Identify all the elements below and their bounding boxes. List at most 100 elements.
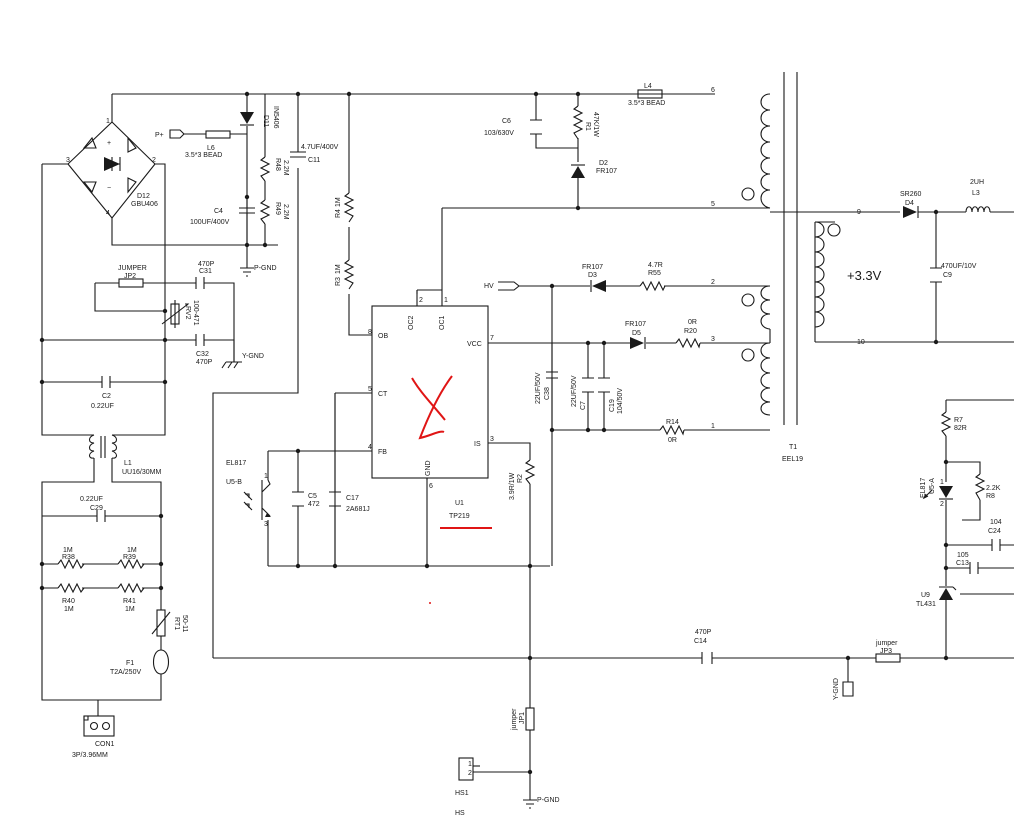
label-jp1: JP1 xyxy=(519,712,526,724)
label-u1-pin6: 6 xyxy=(429,483,433,490)
label-jp1-jumper: jumper xyxy=(511,708,518,731)
label-jp3-jumper: jumper xyxy=(875,640,898,647)
label-u9: U9 xyxy=(921,592,930,599)
label-d4: D4 xyxy=(905,200,914,207)
label-r14: R14 xyxy=(666,419,679,426)
components xyxy=(57,72,1001,809)
label-u1-vcc: VCC xyxy=(467,341,482,348)
label-rv2-value: 100-471 xyxy=(192,300,199,326)
label-d11: D11 xyxy=(262,115,269,127)
label-t-pin5: 5 xyxy=(711,201,715,208)
label-c11-value: 4.7UF/400V xyxy=(301,144,339,151)
label-r41-value: 1M xyxy=(125,606,135,613)
label-u1: U1 xyxy=(455,500,464,507)
label-r4-value: 1M xyxy=(335,197,342,207)
label-hs-pin2: 2 xyxy=(468,770,472,777)
label-t-pin6: 6 xyxy=(711,87,715,94)
label-d12: D12 xyxy=(137,193,150,200)
label-rt1-value: 50-11 xyxy=(181,615,188,632)
label-u1-value: TP219 xyxy=(449,513,470,520)
label-c19-value: 104/50V xyxy=(617,388,624,414)
label-r48-value: 2.2M xyxy=(282,160,289,176)
label-r41: R41 xyxy=(123,598,136,605)
label-c14-value: 470P xyxy=(695,629,712,636)
label-t1-value: EEL19 xyxy=(782,456,803,463)
label-c13-value: 105 xyxy=(957,552,969,559)
label-c24: C24 xyxy=(988,528,1001,535)
label-bridge-pin4: 4 xyxy=(106,210,110,217)
label-d3-value: FR107 xyxy=(582,264,603,271)
red-cross-mark xyxy=(411,375,453,440)
label-c17-value: 2A681J xyxy=(346,506,370,513)
label-c32-value: 470P xyxy=(196,359,213,366)
label-output-voltage: +3.3V xyxy=(847,268,882,283)
label-s-pin10: 10 xyxy=(857,339,865,346)
label-d11-value: IN5406 xyxy=(272,106,279,129)
label-c17: C17 xyxy=(346,495,359,502)
label-hs-pin1: 1 xyxy=(468,761,472,768)
label-d2-value: FR107 xyxy=(596,168,617,175)
label-c19: C19 xyxy=(609,399,616,412)
label-r1-value: 47K/1W xyxy=(592,112,599,137)
label-u1-pin5: 5 xyxy=(368,386,372,393)
label-r1: R1 xyxy=(584,122,591,131)
label-r2: R2 xyxy=(517,474,524,483)
label-hs: HS xyxy=(455,810,465,817)
label-c11: C11 xyxy=(308,157,320,164)
label-u1-gnd: GND xyxy=(425,460,432,476)
label-c29-value: 0.22UF xyxy=(80,496,103,503)
label-c7-value: 22UF/50V xyxy=(571,375,578,407)
label-l6: L6 xyxy=(207,145,215,152)
label-el817-b: EL817 xyxy=(226,460,246,467)
label-p-gnd-bottom: P-GND xyxy=(537,797,560,804)
label-l3-value: 2UH xyxy=(970,179,984,186)
label-r7: R7 xyxy=(954,417,963,424)
label-c32: C32 xyxy=(196,351,209,358)
bridge-minus: − xyxy=(107,185,111,192)
label-u1-is: IS xyxy=(474,441,481,448)
label-r4: R4 xyxy=(335,209,342,218)
label-u1-pin2: 2 xyxy=(419,297,423,304)
label-f1-value: T2A/250V xyxy=(110,669,141,676)
label-p-gnd-top: P-GND xyxy=(254,265,277,272)
label-c4: C4 xyxy=(214,208,223,215)
label-l1: L1 xyxy=(124,460,132,467)
red-annotations xyxy=(411,375,492,604)
label-c38-value: 22UF/50V xyxy=(535,372,542,404)
label-u1-pin7: 7 xyxy=(490,335,494,342)
label-r38-value: 1M xyxy=(63,547,73,554)
label-c31: C31 xyxy=(199,268,212,275)
label-c13: C13 xyxy=(956,560,969,567)
label-r8: R8 xyxy=(986,493,995,500)
label-r8-value: 2.2K xyxy=(986,485,1001,492)
label-c5: C5 xyxy=(308,493,317,500)
label-hs1: HS1 xyxy=(455,790,469,797)
label-c31-value: 470P xyxy=(198,261,215,268)
label-led-pin1: 1 xyxy=(940,479,944,486)
label-u1-pin1: 1 xyxy=(444,297,448,304)
label-c9: C9 xyxy=(943,272,952,279)
label-jumper: JUMPER xyxy=(118,265,147,272)
label-l4: L4 xyxy=(644,83,652,90)
red-dot-mark xyxy=(429,602,431,604)
label-s-pin9: 9 xyxy=(857,209,861,216)
label-r49-value: 2.2M xyxy=(282,204,289,220)
label-rt1: RT1 xyxy=(173,617,180,630)
label-y-gnd-bottom: Y-GND xyxy=(833,678,840,700)
label-r3: R3 xyxy=(335,277,342,286)
label-r48: R48 xyxy=(274,158,281,171)
label-y-gnd-left: Y-GND xyxy=(242,353,264,360)
label-led-pin2: 2 xyxy=(940,501,944,508)
label-r39: R39 xyxy=(123,554,136,561)
label-r49: R49 xyxy=(274,202,281,215)
label-c38: C38 xyxy=(544,387,551,400)
label-r14-value: 0R xyxy=(668,437,677,444)
label-u1-pin8: 8 xyxy=(368,329,372,336)
label-c24-value: 104 xyxy=(990,519,1002,526)
label-jp3: JP3 xyxy=(880,648,892,655)
label-c2-value: 0.22UF xyxy=(91,403,114,410)
label-opto-pin-a: 1 xyxy=(264,473,268,480)
label-r40: R40 xyxy=(62,598,75,605)
label-u1-fb: FB xyxy=(378,449,387,456)
label-r55-value: 4.7R xyxy=(648,262,663,269)
